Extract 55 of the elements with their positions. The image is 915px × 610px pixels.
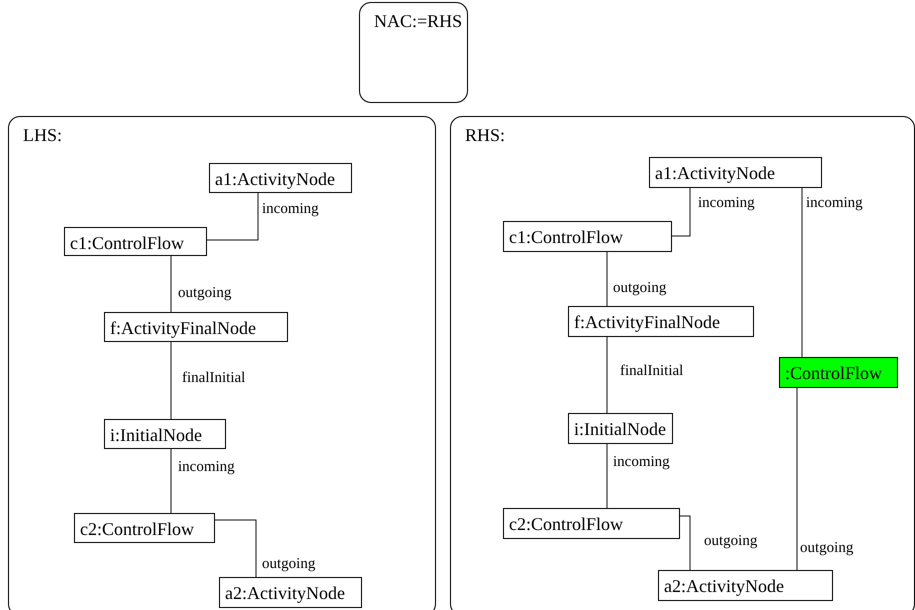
object-box: [568, 413, 673, 444]
edge-label: outgoing: [178, 286, 232, 301]
edge-label: outgoing: [800, 541, 854, 556]
nac-box: [359, 2, 468, 103]
edge-label: incoming: [698, 196, 755, 211]
edge-label: outgoing: [704, 534, 758, 549]
edge-label: outgoing: [262, 557, 316, 572]
edge-label: incoming: [178, 460, 235, 475]
association-line: [606, 252, 608, 306]
association-line: [206, 192, 258, 240]
edge-label: incoming: [613, 455, 670, 470]
object-label: c2:ControlFlow: [80, 519, 194, 539]
association-line: [680, 516, 690, 570]
edge-label: finalInitial: [620, 364, 684, 379]
association-line: [170, 342, 172, 420]
edge-label: incoming: [806, 196, 863, 211]
object-label: i:InitialNode: [574, 419, 666, 439]
association-line: [672, 188, 690, 236]
association-line: [170, 256, 172, 312]
panel-title: RHS:: [465, 125, 506, 145]
object-label: f:ActivityFinalNode: [110, 318, 256, 338]
object-box: [779, 357, 898, 388]
panel-title: LHS:: [23, 125, 62, 145]
association-line: [170, 448, 172, 514]
object-box: [649, 157, 822, 188]
rule-panel: [8, 116, 436, 610]
panel-title: NAC:=RHS: [374, 11, 462, 31]
object-label: c1:ControlFlow: [509, 227, 624, 247]
object-box: [503, 221, 672, 252]
object-label: i:InitialNode: [110, 425, 202, 445]
association-line: [606, 444, 608, 508]
object-box: [74, 513, 215, 543]
object-box: [64, 227, 207, 256]
association-line: [606, 336, 608, 414]
association-line: [214, 520, 256, 578]
object-box: [503, 508, 680, 539]
edge-label: finalInitial: [182, 371, 246, 386]
edge-label: incoming: [262, 202, 319, 217]
object-label: c1:ControlFlow: [70, 233, 184, 253]
object-label: a1:ActivityNode: [215, 169, 335, 189]
object-label: a2:ActivityNode: [225, 583, 345, 603]
object-box: [209, 163, 352, 193]
object-label: :ControlFlow: [785, 363, 882, 383]
object-label: a1:ActivityNode: [655, 163, 775, 183]
object-label: f:ActivityFinalNode: [574, 312, 720, 332]
object-box: [658, 570, 833, 601]
object-box: [104, 419, 226, 449]
object-label: c2:ControlFlow: [509, 514, 624, 534]
object-box: [219, 577, 362, 608]
rule-panel: [450, 116, 915, 610]
edge-label: outgoing: [613, 281, 666, 296]
object-box: [104, 312, 288, 342]
association-line: [796, 388, 798, 570]
object-label: a2:ActivityNode: [664, 576, 784, 596]
object-box: [568, 306, 754, 337]
